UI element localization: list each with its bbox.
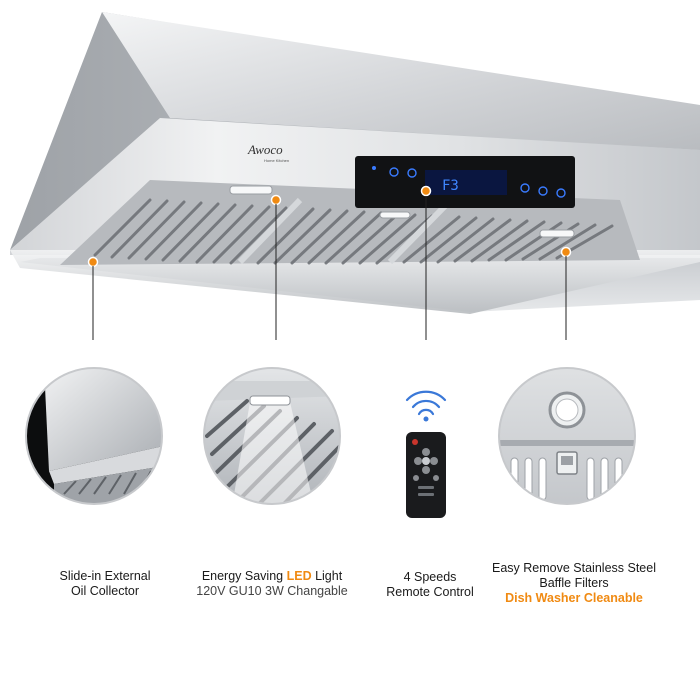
power-led-icon [372,166,376,170]
led-light-center [379,211,411,219]
caption-line: 120V GU10 3W Changable [196,584,348,598]
filter-divider [387,203,448,265]
caption-line: Oil Collector [70,584,140,598]
display-screen [425,170,507,195]
control-buttons [389,167,566,198]
caption-line: 4 Speeds [403,570,457,584]
caption-line: Easy Remove Stainless Steel [492,561,656,575]
caption-line: Slide-in External [59,569,151,583]
caption-led-light: Energy Saving LED Light 120V GU10 3W Cha… [186,569,358,599]
caption-line: Baffle Filters [539,576,609,590]
display-readout: F3 [442,178,459,194]
hood-front-lip [10,250,700,314]
detail-led-light [203,367,341,505]
caption-text: Energy Saving [201,569,287,583]
range-hood-illustration: F3 Awoco Home Kitchen [10,12,700,340]
caption-line: Remote Control [386,585,474,599]
callout-lines [92,196,567,340]
caption-highlight-led: LED [286,569,312,583]
caption-baffle-filters: Easy Remove Stainless Steel Baffle Filte… [488,561,660,606]
brand-logo-sub: Home Kitchen [264,158,289,163]
caption-remote-control: 4 Speeds Remote Control [370,570,490,600]
brand-logo: Awoco [247,142,283,157]
caption-text: Light [311,569,343,583]
detail-baffle-filter [498,367,636,505]
filter-divider [237,197,303,265]
callout-dot-icon [87,185,572,268]
caption-oil-collector: Slide-in External Oil Collector [30,569,180,599]
detail-oil-collector [25,367,163,505]
led-light-left [229,185,273,195]
baffle-slats [93,198,614,265]
led-light-right [539,229,575,238]
wifi-signal-icon [405,390,447,416]
caption-highlight-dishwasher: Dish Washer Cleanable [505,591,643,605]
remote-control-icon [405,390,447,518]
hood-top-panel [102,12,700,150]
caption-line: Energy Saving LED Light [186,569,358,584]
